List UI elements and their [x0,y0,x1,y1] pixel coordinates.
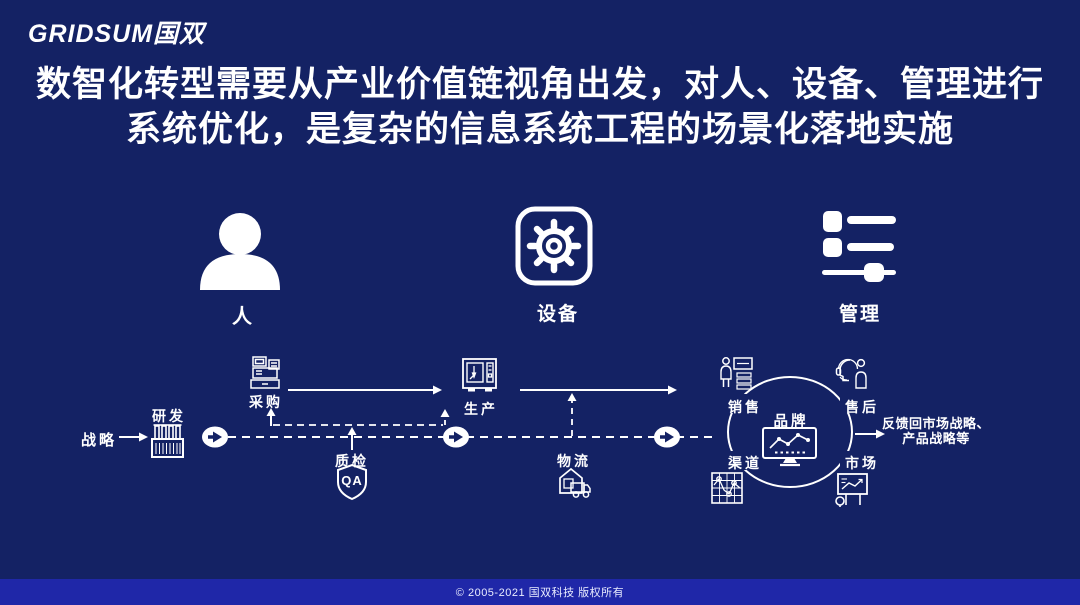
sliders-icon [822,211,896,282]
salesperson-icon [720,357,753,390]
flow-label-sales: 销售 [728,399,762,415]
pillar-label-management: 管理 [838,304,881,325]
test-tubes-icon [151,424,184,458]
arrow-feedback-out [855,429,885,439]
arrow-qa-up [347,427,357,450]
pillar-label-device: 设备 [536,304,579,325]
feedback-line-1: 反馈回市场战略、 [881,416,990,431]
flow-label-rd: 研发 [152,408,186,424]
arrow-up-to-production [440,409,450,425]
person-icon [200,213,280,290]
feedback-line-2: 产品战略等 [902,430,970,446]
flow-label-production: 生产 [464,401,498,417]
feedback-note: 反馈回市场战略、 产品战略等 [878,416,994,446]
warehouse-truck-icon [559,467,591,498]
flow-label-market: 市场 [845,455,879,471]
monitor-chart-icon [762,427,817,467]
arrow-strategy-to-rd [119,432,148,442]
billboard-chart-icon [835,473,868,507]
gear-icon [515,206,593,286]
footer-bar [0,579,1080,605]
flow-forward-oval-1 [202,426,228,448]
arrow-up-to-procurement [266,408,276,426]
arrow-production-to-sales [520,385,677,395]
brand-ring-gaps [722,394,882,470]
arrow-procurement-to-production [288,385,442,395]
page-title: 数智化转型需要从产业价值链视角出发，对人、设备、管理进行 系统优化，是复杂的信息… [0,62,1080,152]
arrow-logistics-up [567,393,577,436]
brand-ring [727,376,853,488]
support-agent-icon [835,358,867,389]
grid-chart-icon [711,472,743,504]
machine-icon [462,358,497,392]
flow-forward-oval-3 [654,426,680,448]
gridsum-logo: GRIDSUM国双 [28,20,206,48]
flow-label-logistics: 物流 [557,453,591,469]
flow-label-aftersales: 售后 [845,399,879,415]
cash-register-icon [250,356,280,389]
title-line-2: 系统优化，是复杂的信息系统工程的场景化落地实施 [125,110,954,149]
flow-label-procurement: 采购 [249,394,283,410]
flow-label-quality: 质检 [335,453,369,469]
flow-label-channel: 渠道 [728,455,762,471]
flow-label-strategy: 战略 [80,432,117,449]
flow-forward-oval-2 [443,426,469,448]
pillar-label-person: 人 [232,306,254,328]
flow-label-brand: 品牌 [773,414,809,430]
qa-shield-icon [337,463,367,501]
title-line-1: 数智化转型需要从产业价值链视角出发，对人、设备、管理进行 [35,65,1044,104]
footer-copyright: © 2005-2021 国双科技 版权所有 [455,587,625,599]
qa-badge: QA [341,473,363,488]
